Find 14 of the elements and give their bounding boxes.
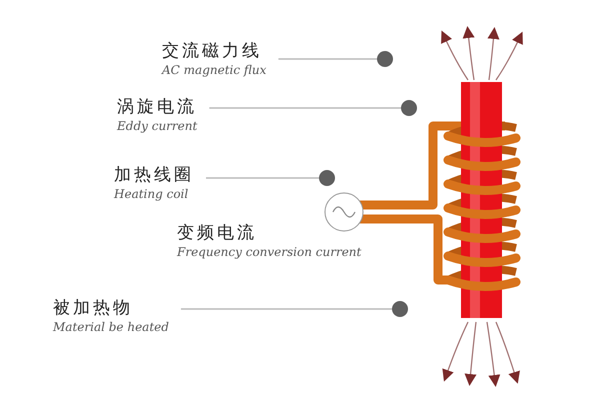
leader-line <box>209 100 417 116</box>
leader-line <box>180 301 408 317</box>
chinese-label: 交流磁力线 <box>162 40 263 62</box>
chinese-label: 被加热物 <box>53 297 134 319</box>
leader-line <box>278 51 393 67</box>
english-label: Frequency conversion current <box>177 244 362 260</box>
chinese-label: 变频电流 <box>177 222 257 244</box>
english-label: Eddy current <box>117 118 198 134</box>
english-label: AC magnetic flux <box>162 62 266 78</box>
chinese-label: 涡旋电流 <box>117 96 198 118</box>
english-label: Heating coil <box>114 186 190 202</box>
chinese-label: 加热线圈 <box>114 164 194 186</box>
english-label: Material be heated <box>53 319 169 335</box>
leader-line <box>206 170 335 186</box>
